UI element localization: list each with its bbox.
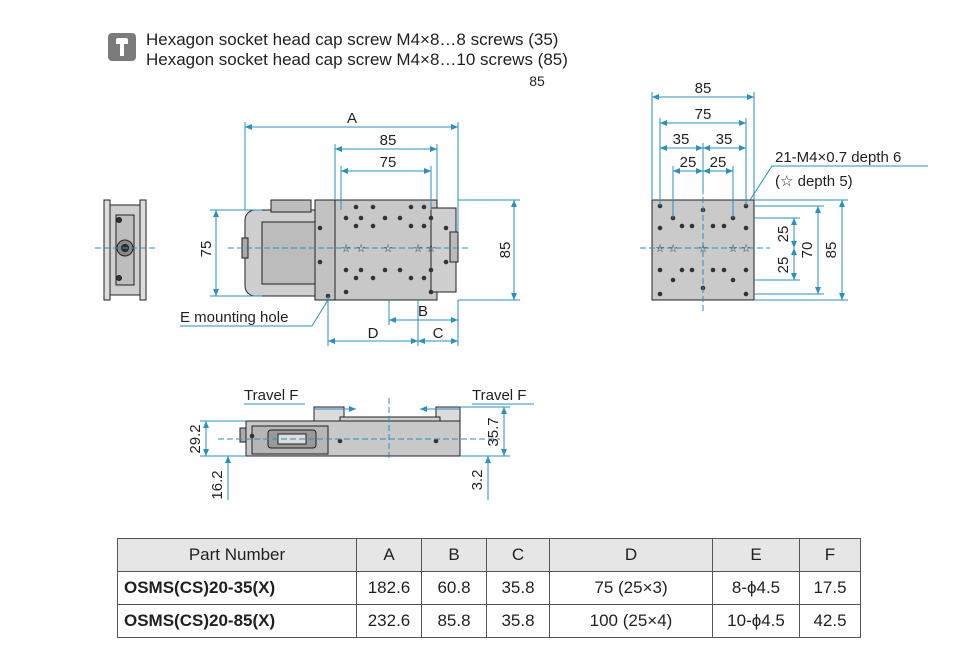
table-row: OSMS(CS)20-85(X) 232.6 85.8 35.8 100 (25… [117,604,861,638]
tap-note-depth: (☆ depth 5) [775,173,853,190]
cell-a: 182.6 [356,571,422,605]
side-dim-35b-label: 35 [716,131,733,148]
svg-text:☆: ☆ [655,243,665,255]
technical-drawing: 85 [95,73,928,500]
travel-right-label: Travel F [472,387,526,404]
dim-a-label: A [347,110,357,127]
col-a: A [356,538,422,572]
front-view: Travel F Travel F 29.2 16.2 35.7 3.2 [187,387,534,500]
travel-left-label: Travel F [244,387,298,404]
legend-line-35: Hexagon socket head cap screw M4×8…8 scr… [146,30,559,49]
dim-height-75-label: 75 [198,241,215,258]
dim-85-label: 85 [380,132,397,149]
cell-b: 60.8 [421,571,487,605]
part-number-cell: OSMS(CS)20-85(X) [117,604,357,638]
mounting-hole-label: E mounting hole [180,309,288,326]
svg-text:☆: ☆ [668,243,678,255]
cell-d: 100 (25×4) [549,604,713,638]
cell-e: 10-ϕ4.5 [712,604,800,638]
side-dim-25d-label: 25 [775,257,792,274]
side-dim-25b-label: 25 [710,154,727,171]
side-top-85-label: 85 [695,80,712,97]
dim-16-2-label: 16.2 [209,470,226,499]
cell-a: 232.6 [356,604,422,638]
spec-table: Part Number A B C D E F OSMS(CS)20-35(X)… [117,538,861,638]
top-view: ☆☆☆☆☆ A 85 [180,110,520,346]
dim-height-85-label: 85 [497,242,514,259]
side-dim-75-label: 75 [695,106,712,123]
col-f: F [799,538,861,572]
tap-note: 21-M4×0.7 depth 6 [775,149,901,166]
cell-c: 35.8 [486,571,550,605]
col-d: D [549,538,713,572]
table-header-row: Part Number A B C D E F [117,538,861,572]
cell-b: 85.8 [421,604,487,638]
svg-text:☆: ☆ [741,243,751,255]
side-dim-25a-label: 25 [680,154,697,171]
legend-line-85: Hexagon socket head cap screw M4×8…10 sc… [146,50,568,69]
svg-text:☆: ☆ [728,243,738,255]
col-b: B [421,538,487,572]
dim-29-2-label: 29.2 [187,424,204,453]
side-view: ☆☆☆☆☆ 85 75 35 35 [640,80,928,312]
side-dim-85-label: 85 [823,242,840,259]
col-c: C [486,538,550,572]
col-part-number: Part Number [117,538,357,572]
cell-c: 35.8 [486,604,550,638]
part-number-cell: OSMS(CS)20-35(X) [117,571,357,605]
cell-f: 17.5 [799,571,861,605]
dim-3-2-label: 3.2 [469,470,486,491]
table-row: OSMS(CS)20-35(X) 182.6 60.8 35.8 75 (25×… [117,571,861,605]
svg-text:☆: ☆ [341,243,351,255]
svg-text:☆: ☆ [698,243,708,255]
dim-75-label: 75 [380,154,397,171]
dim-c-label: C [433,325,444,342]
svg-text:☆: ☆ [383,243,393,255]
side-dim-70-label: 70 [799,242,816,259]
end-view [95,199,156,301]
cell-e: 8-ϕ4.5 [712,571,800,605]
col-e: E [712,538,800,572]
screw-icon [108,33,136,61]
dim-b-label: B [418,303,428,320]
dim-d-label: D [368,325,379,342]
svg-text:☆: ☆ [426,243,436,255]
cell-f: 42.5 [799,604,861,638]
cut-off-label: 85 [529,73,545,89]
svg-text:☆: ☆ [413,243,423,255]
side-dim-35a-label: 35 [673,131,690,148]
side-dim-25c-label: 25 [775,226,792,243]
dim-35-7-label: 35.7 [485,417,502,446]
svg-text:☆: ☆ [356,243,366,255]
cell-d: 75 (25×3) [549,571,713,605]
